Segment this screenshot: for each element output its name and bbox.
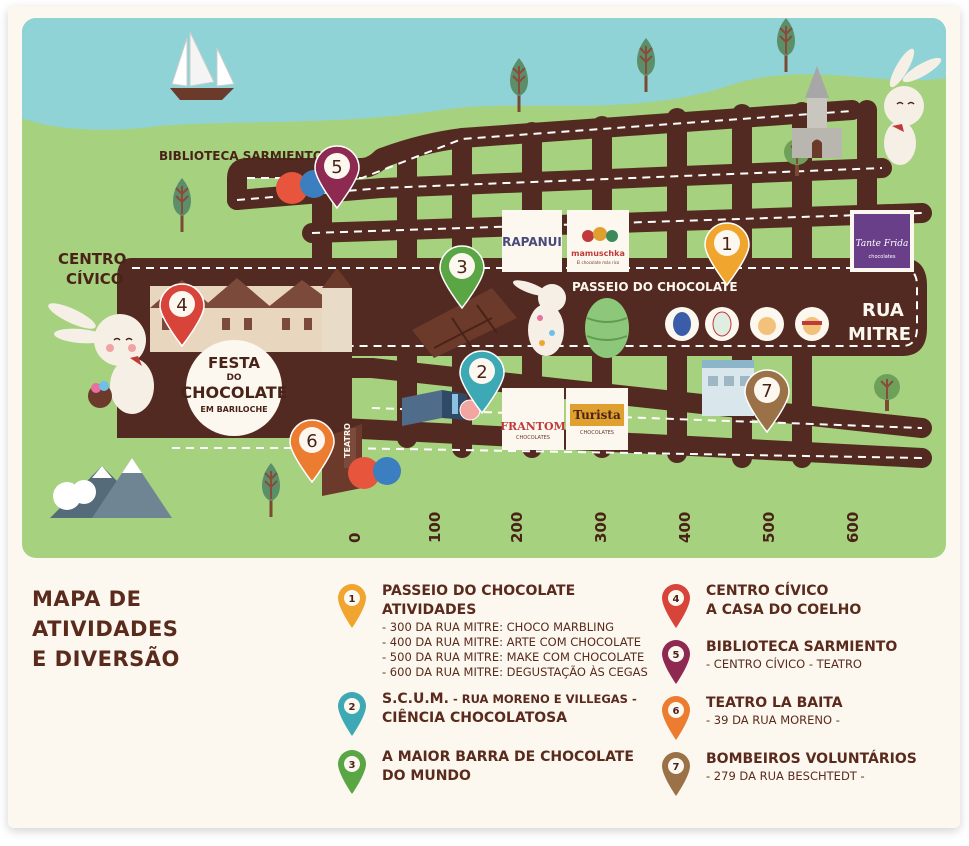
street-number: 200 (508, 512, 526, 543)
svg-text:5: 5 (673, 650, 680, 661)
church-icon (792, 66, 842, 158)
pin-icon: 5 (662, 640, 690, 684)
shop-tante-frida-label: Tante Frida (856, 239, 909, 249)
legend-heading-2: CIÊNCIA CHOCOLATOSA (382, 710, 568, 726)
easter-eggs-illustration (512, 280, 629, 358)
map-pin-2: 2 (459, 350, 505, 415)
festa-logo-line-1: FESTA (208, 354, 260, 372)
shop-mamuschka: mamuschka El chocolate más rico (567, 210, 629, 272)
pin-icon: 1 (338, 584, 366, 628)
legend-line: - CENTRO CÍVICO - TEATRO (706, 657, 862, 671)
bunny-right-illustration (884, 48, 942, 165)
map-pin-number: 5 (331, 157, 342, 178)
svg-text:1: 1 (349, 594, 356, 605)
mountains-icon (50, 458, 172, 518)
shop-rapanui-label: RAPANUI (502, 235, 562, 249)
shop-rapanui: RAPANUI (502, 210, 562, 272)
map-pin-number: 3 (456, 257, 467, 278)
teatro-label: TEATRO (343, 423, 352, 458)
shop-turista-label: Turista (573, 408, 621, 422)
label-centro-civico-2: CÍVICO (66, 269, 124, 288)
street-number: 600 (844, 512, 862, 543)
shop-frantom-label: FRANTOM (500, 420, 565, 433)
street-number: 300 (592, 512, 610, 543)
map-pins: 1 2 3 4 5 6 7 (159, 145, 790, 484)
shop-frantom-sub: CHOCOLATES (516, 435, 550, 441)
legend-heading-suffix: - RUA MORENO E VILLEGAS - (448, 692, 637, 706)
legend-line: - 400 DA RUA MITRE: ARTE COM CHOCOLATE (382, 635, 642, 649)
map-pin-number: 6 (306, 431, 317, 452)
svg-text:3: 3 (349, 760, 356, 771)
festa-logo-line-3: CHOCOLATE (180, 383, 287, 402)
shop-tante-frida-sub: chocolates (869, 254, 896, 260)
bunny-left-illustration (48, 303, 154, 414)
map-pin-number: 2 (476, 362, 487, 383)
festa-logo-line-2: DO (226, 373, 241, 383)
label-biblioteca: BIBLIOTECA SARMIENTO (159, 149, 323, 163)
pin-icon: 7 (662, 752, 690, 796)
svg-text:6: 6 (673, 706, 680, 717)
map-pin-number: 7 (761, 381, 772, 402)
map-pin-4: 4 (159, 283, 205, 348)
shop-tante-frida: Tante Frida chocolates (850, 210, 914, 272)
legend-line: - 300 DA RUA MITRE: CHOCO MARBLING (382, 620, 615, 634)
legend-heading-2: A CASA DO COELHO (706, 602, 862, 618)
shop-mamuschka-label: mamuschka (571, 249, 625, 258)
legend-heading: S.C.U.M. (382, 691, 449, 707)
activity-map: FESTA DO CHOCOLATE EM BARILOCHE (22, 18, 946, 558)
street-number: 500 (760, 512, 778, 543)
science-museum-illustration (402, 390, 481, 426)
legend-line: - 279 DA RUA BESCHTEDT - (706, 769, 865, 783)
street-number: 0 (346, 533, 364, 543)
shop-turista: Turista CHOCOLATES (566, 388, 628, 450)
chocolate-bar-illustration (412, 288, 517, 358)
activity-icons (665, 307, 829, 341)
map-pin-number: 4 (176, 295, 187, 316)
legend-heading: CENTRO CÍVICO (706, 583, 829, 599)
street-numbers: 0 100 200 300 400 500 600 (346, 512, 862, 543)
svg-text:2: 2 (349, 702, 356, 713)
pin-icon: 4 (662, 584, 690, 628)
pin-icon: 2 (338, 692, 366, 736)
label-rua-2: MITRE (848, 324, 911, 345)
legend-heading: BOMBEIROS VOLUNTÁRIOS (706, 751, 917, 767)
pin-icon: 3 (338, 750, 366, 794)
street-number: 400 (676, 512, 694, 543)
festa-do-chocolate-logo: FESTA DO CHOCOLATE EM BARILOCHE (180, 340, 288, 436)
street-number: 100 (426, 512, 444, 543)
festa-logo-line-4: EM BARILOCHE (200, 405, 267, 414)
map-pin-6: 6 (289, 419, 335, 484)
shop-mamuschka-sub: El chocolate más rico (577, 260, 620, 265)
map-pin-1: 1 (704, 222, 750, 287)
legend-line: - 39 DA RUA MORENO - (706, 713, 840, 727)
map-pin-number: 1 (721, 234, 732, 255)
legend-line: - 500 DA RUA MITRE: MAKE COM CHOCOLATE (382, 650, 645, 664)
svg-text:4: 4 (673, 594, 680, 605)
legend-title-line-2: E DIVERSÃO (32, 647, 180, 671)
sailboat-icon (170, 31, 235, 100)
legend-line: - 600 DA RUA MITRE: DEGUSTAÇÃO ÀS CEGAS (382, 665, 648, 679)
legend-heading-2: DO MUNDO (382, 768, 471, 784)
legend-heading: A MAIOR BARRA DE CHOCOLATE (382, 749, 634, 765)
legend-title-line-1: MAPA DE ATIVIDADES (32, 587, 179, 641)
legend-heading: TEATRO LA BAITA (706, 695, 843, 711)
svg-text:7: 7 (673, 762, 680, 773)
legend-heading: BIBLIOTECA SARMIENTO (706, 639, 898, 655)
label-rua-1: RUA (862, 300, 904, 321)
shop-turista-sub: CHOCOLATES (580, 430, 614, 436)
label-centro-civico-1: CENTRO (58, 250, 126, 268)
legend-heading: PASSEIO DO CHOCOLATE (382, 583, 576, 599)
pin-icon: 6 (662, 696, 690, 740)
map-pin-7: 7 (744, 369, 790, 434)
shop-frantom: FRANTOM CHOCOLATES (500, 388, 566, 450)
map-pin-3: 3 (439, 245, 485, 310)
map-pin-5: 5 (314, 145, 360, 210)
legend-title: MAPA DE ATIVIDADES E DIVERSÃO (32, 584, 292, 674)
lake-water (22, 18, 946, 130)
legend-heading-2: ATIVIDADES (382, 602, 477, 618)
label-passeio: PASSEIO DO CHOCOLATE (572, 280, 738, 294)
